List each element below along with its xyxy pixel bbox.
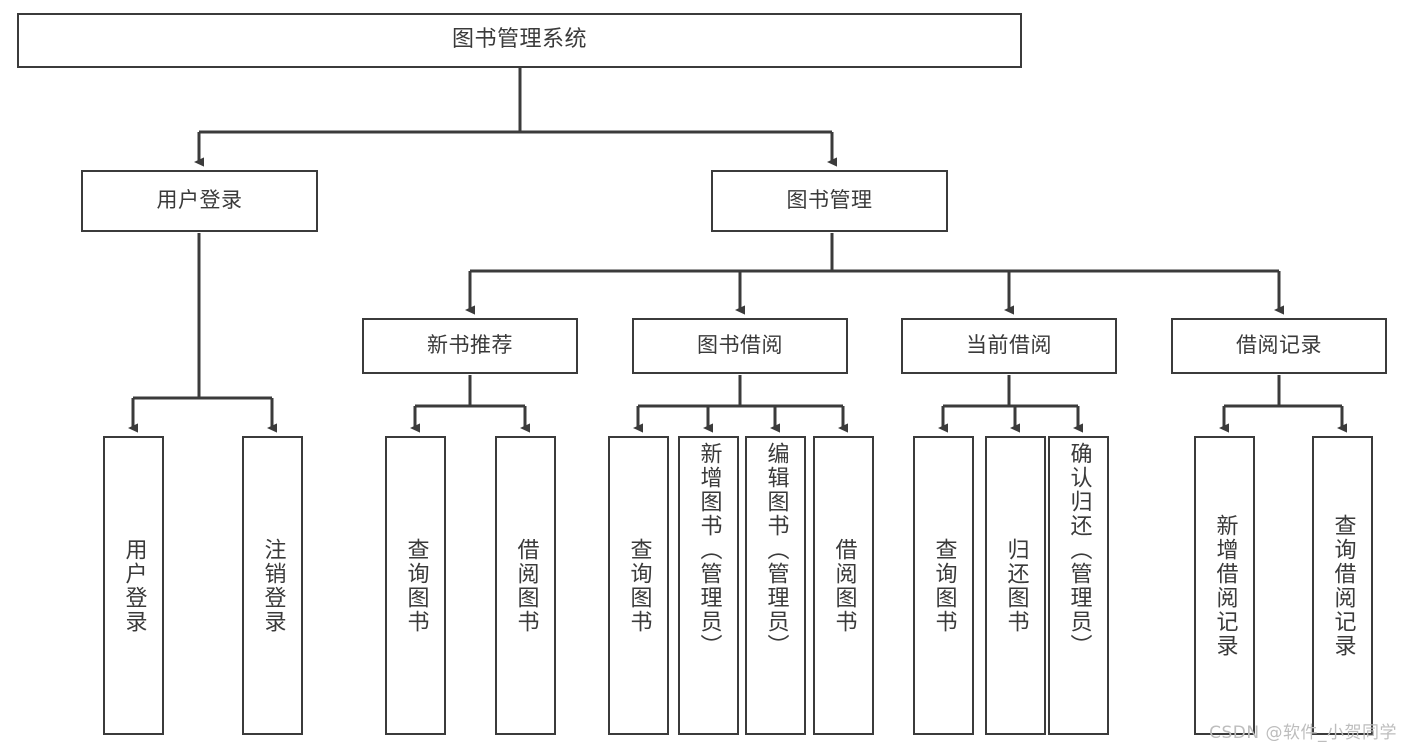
node-label: 查询图书 <box>931 537 957 634</box>
node-label: 编辑图书（管理员） <box>763 442 789 658</box>
node-current-borrow[interactable]: 当前借阅 <box>901 318 1117 374</box>
node-book-borrow[interactable]: 图书借阅 <box>632 318 848 374</box>
node-label: 当前借阅 <box>966 333 1052 358</box>
node-root-system[interactable]: 图书管理系统 <box>17 13 1022 68</box>
node-label: 确认归还（管理员） <box>1066 442 1092 658</box>
node-leaf-borrow-book-recommend[interactable]: 借阅图书 <box>495 436 556 735</box>
node-label: 注销登录 <box>260 537 286 634</box>
node-label: 归还图书 <box>1003 537 1029 634</box>
node-label: 新增借阅记录 <box>1212 513 1238 658</box>
node-label: 新书推荐 <box>427 333 513 358</box>
watermark-text: CSDN @软件_小贺同学 <box>1209 723 1397 743</box>
node-label: 查询图书 <box>626 537 652 634</box>
node-leaf-add-book-admin[interactable]: 新增图书（管理员） <box>678 436 739 735</box>
node-leaf-borrow-book[interactable]: 借阅图书 <box>813 436 874 735</box>
node-leaf-query-book-borrow[interactable]: 查询图书 <box>608 436 669 735</box>
node-user-login[interactable]: 用户登录 <box>81 170 318 232</box>
node-label: 借阅图书 <box>831 537 857 634</box>
node-label: 借阅记录 <box>1236 333 1322 358</box>
node-leaf-confirm-return-admin[interactable]: 确认归还（管理员） <box>1048 436 1109 735</box>
node-new-book-recommend[interactable]: 新书推荐 <box>362 318 578 374</box>
node-label: 用户登录 <box>156 188 243 213</box>
node-leaf-query-book-current[interactable]: 查询图书 <box>913 436 974 735</box>
node-leaf-query-book-recommend[interactable]: 查询图书 <box>385 436 446 735</box>
node-label: 图书管理系统 <box>451 27 587 53</box>
node-leaf-user-login[interactable]: 用户登录 <box>103 436 164 735</box>
node-label: 图书借阅 <box>697 333 783 358</box>
node-label: 用户登录 <box>121 537 147 634</box>
node-borrow-record[interactable]: 借阅记录 <box>1171 318 1387 374</box>
node-label: 查询图书 <box>403 537 429 634</box>
node-label: 图书管理 <box>786 188 873 213</box>
node-leaf-query-borrow-record[interactable]: 查询借阅记录 <box>1312 436 1373 735</box>
node-label: 借阅图书 <box>513 537 539 634</box>
node-label: 新增图书（管理员） <box>696 442 722 658</box>
node-leaf-add-borrow-record[interactable]: 新增借阅记录 <box>1194 436 1255 735</box>
node-book-management[interactable]: 图书管理 <box>711 170 948 232</box>
node-label: 查询借阅记录 <box>1330 513 1356 658</box>
node-leaf-logout[interactable]: 注销登录 <box>242 436 303 735</box>
node-leaf-edit-book-admin[interactable]: 编辑图书（管理员） <box>745 436 806 735</box>
node-leaf-return-book[interactable]: 归还图书 <box>985 436 1046 735</box>
